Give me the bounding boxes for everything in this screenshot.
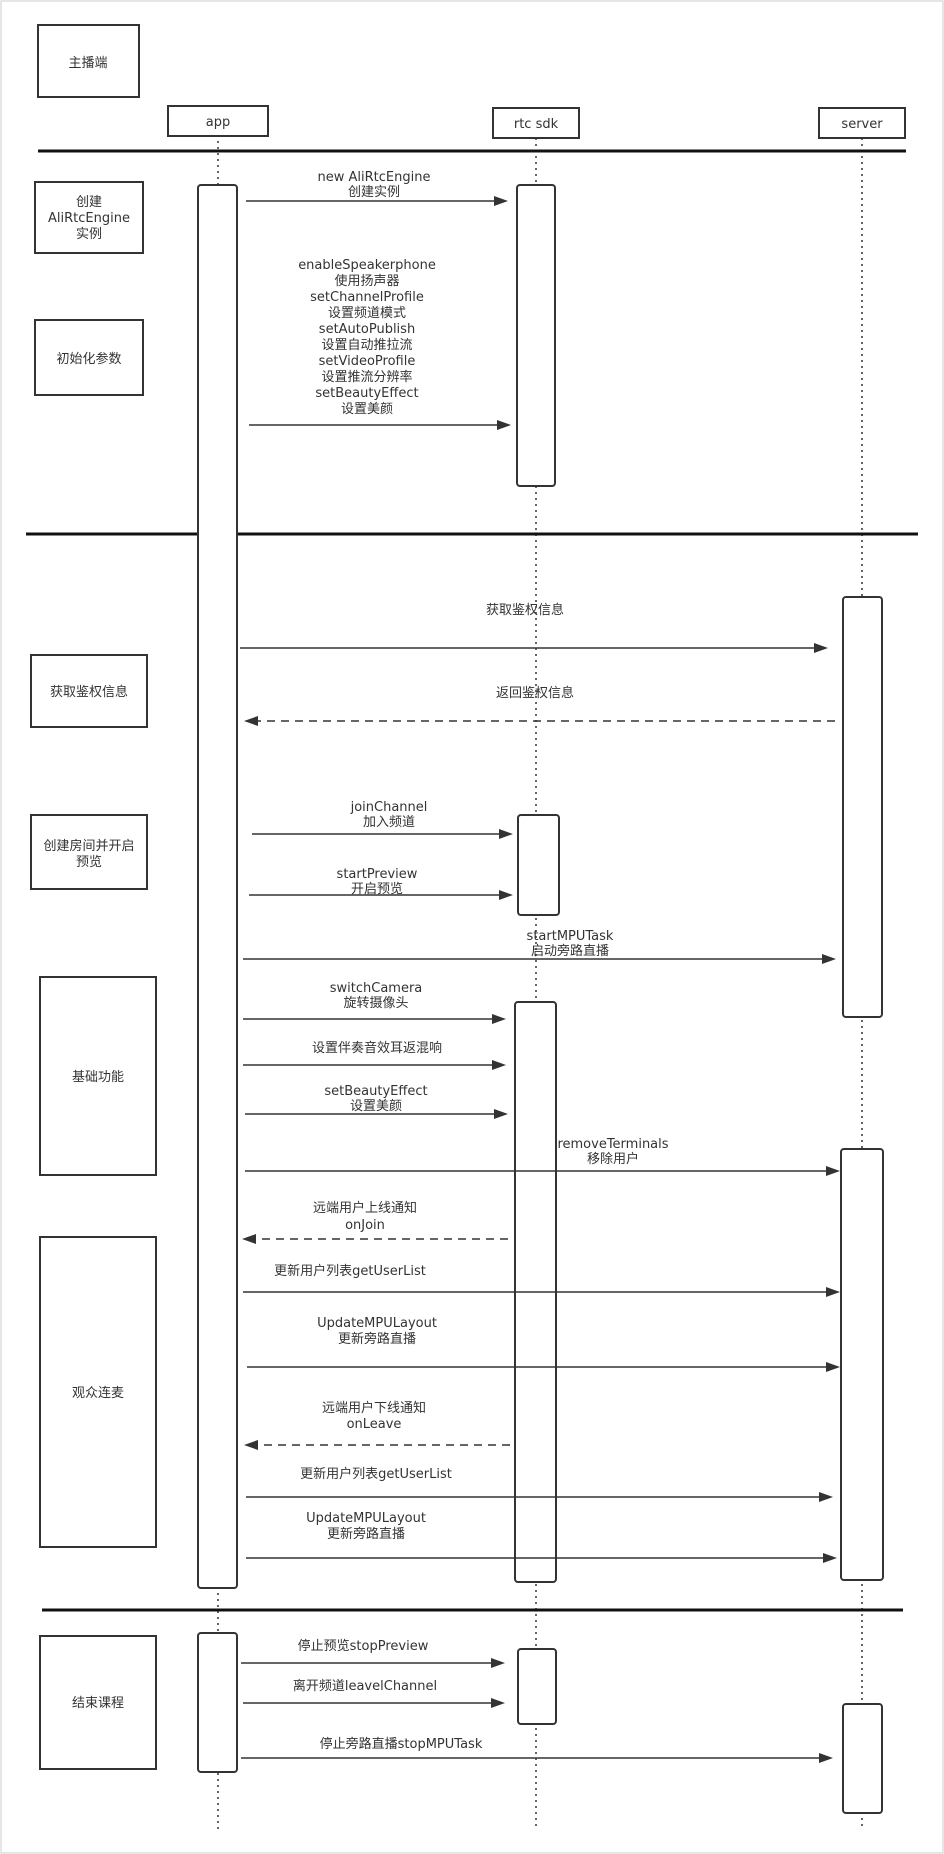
message-start-preview: startPreview 开启预览: [249, 867, 513, 900]
message-new-engine: new AliRtcEngine 创建实例: [246, 170, 508, 206]
message-join-channel: joinChannel 加入频道: [252, 800, 513, 839]
server-activation: [842, 596, 883, 1018]
message-label: 创建实例: [348, 185, 400, 200]
message-update-mpu-layout: UpdateMPULayout 更新旁路直播: [246, 1511, 837, 1563]
message-label: 更新旁路直播: [338, 1331, 416, 1347]
section-init-params: 初始化参数: [34, 319, 144, 396]
section-auth: 获取鉴权信息: [30, 654, 148, 728]
title-text: 主播端: [68, 56, 107, 71]
server-activation: [842, 1703, 883, 1814]
section-create-room: 创建房间并开启 预览: [30, 814, 148, 890]
section-create-engine: 创建 AliRtcEngine 实例: [34, 181, 144, 254]
section-basic-label: 基础功能: [72, 1070, 124, 1085]
message-label: 远端用户下线通知: [322, 1400, 426, 1416]
message-on-leave: 远端用户下线通知 onLeave: [244, 1400, 510, 1450]
sdk-activation: [517, 814, 560, 916]
section-create-room-line-1: 创建房间并开启: [43, 838, 134, 854]
message-label: removeTerminals: [557, 1137, 668, 1152]
message-label: onLeave: [347, 1417, 402, 1432]
message-label: 开启预览: [351, 881, 403, 897]
section-create-engine-line-1: 创建: [76, 195, 102, 210]
message-label: setVideoProfile: [319, 354, 416, 369]
message-label: 停止旁路直播stopMPUTask: [320, 1736, 483, 1752]
message-label: 移除用户: [587, 1151, 639, 1167]
message-label: 设置推流分辨率: [321, 369, 412, 385]
message-label: 设置频道模式: [328, 306, 406, 321]
participant-sdk: [492, 107, 580, 139]
message-label: setAutoPublish: [319, 322, 415, 337]
message-label: UpdateMPULayout: [317, 1316, 437, 1331]
message-label: 更新用户列表getUserList: [274, 1263, 426, 1279]
message-label: startMPUTask: [527, 929, 614, 944]
message-label: 旋转摄像头: [343, 996, 408, 1011]
message-label: 离开频道leavelChannel: [293, 1678, 437, 1694]
message-label: 设置伴奏音效耳返混响: [312, 1040, 442, 1056]
section-audience-label: 观众连麦: [72, 1385, 124, 1401]
message-label: setBeautyEffect: [324, 1084, 427, 1099]
section-create-room-line-2: 预览: [76, 854, 102, 870]
message-get-user-list: 更新用户列表getUserList: [246, 1466, 833, 1502]
title-box: [37, 24, 140, 98]
participant-sdk-label: rtc sdk: [514, 117, 559, 132]
message-on-join: 远端用户上线通知 onJoin: [242, 1200, 508, 1244]
section-create-engine-line-2: AliRtcEngine: [48, 211, 130, 226]
sdk-activation: [517, 1648, 557, 1725]
message-return-auth: 返回鉴权信息: [244, 685, 835, 726]
message-label: 使用扬声器: [334, 273, 399, 289]
app-activation: [197, 1632, 238, 1773]
section-create-engine-line-3: 实例: [76, 227, 102, 242]
message-label: 获取鉴权信息: [486, 602, 564, 618]
participant-server-label: server: [841, 117, 883, 132]
message-get-user-list: 更新用户列表getUserList: [243, 1263, 840, 1297]
message-label: 设置自动推拉流: [321, 338, 412, 353]
message-audio-effects: 设置伴奏音效耳返混响: [243, 1040, 506, 1070]
message-label: 返回鉴权信息: [496, 685, 574, 701]
message-label: setBeautyEffect: [315, 386, 418, 401]
section-basic: 基础功能: [39, 976, 157, 1176]
message-label: 更新旁路直播: [327, 1526, 405, 1542]
message-label: switchCamera: [330, 981, 423, 996]
section-auth-label: 获取鉴权信息: [50, 684, 128, 700]
message-label: 设置美颜: [341, 401, 393, 417]
message-label: new AliRtcEngine: [318, 170, 431, 185]
message-stop-mpu: 停止旁路直播stopMPUTask: [241, 1736, 833, 1763]
message-label: 启动旁路直播: [531, 943, 609, 959]
section-end: 结束课程: [39, 1635, 157, 1770]
participant-server: [818, 107, 906, 139]
message-label: onJoin: [345, 1218, 385, 1233]
message-label: 加入频道: [363, 815, 415, 830]
message-update-mpu-layout: UpdateMPULayout 更新旁路直播: [247, 1316, 840, 1372]
section-end-label: 结束课程: [72, 1696, 124, 1711]
participant-app: [167, 105, 269, 137]
message-label: 远端用户上线通知: [313, 1200, 417, 1216]
section-audience: 观众连麦: [39, 1236, 157, 1548]
section-init-params-label: 初始化参数: [56, 351, 121, 367]
message-label: 停止预览stopPreview: [298, 1638, 429, 1654]
message-init-params: enableSpeakerphone 使用扬声器 setChannelProfi…: [249, 258, 511, 430]
message-start-mpu: startMPUTask 启动旁路直播: [243, 929, 836, 964]
message-beauty-effect: setBeautyEffect 设置美颜: [245, 1084, 508, 1119]
message-switch-camera: switchCamera 旋转摄像头: [243, 981, 506, 1024]
message-label: startPreview: [337, 867, 418, 882]
sdk-activation: [516, 184, 556, 487]
participant-app-label: app: [206, 115, 230, 130]
message-remove-terminals: removeTerminals 移除用户: [245, 1137, 840, 1176]
app-activation: [197, 184, 238, 1589]
message-label: 设置美颜: [350, 1098, 402, 1114]
message-leave-channel: 离开频道leavelChannel: [243, 1678, 505, 1708]
message-get-auth: 获取鉴权信息: [240, 602, 828, 653]
message-label: enableSpeakerphone: [298, 258, 436, 273]
message-label: setChannelProfile: [310, 290, 424, 305]
message-label: 更新用户列表getUserList: [300, 1466, 452, 1482]
message-label: UpdateMPULayout: [306, 1511, 426, 1526]
message-label: joinChannel: [350, 800, 428, 815]
message-stop-preview: 停止预览stopPreview: [241, 1638, 505, 1668]
server-activation: [840, 1148, 884, 1581]
